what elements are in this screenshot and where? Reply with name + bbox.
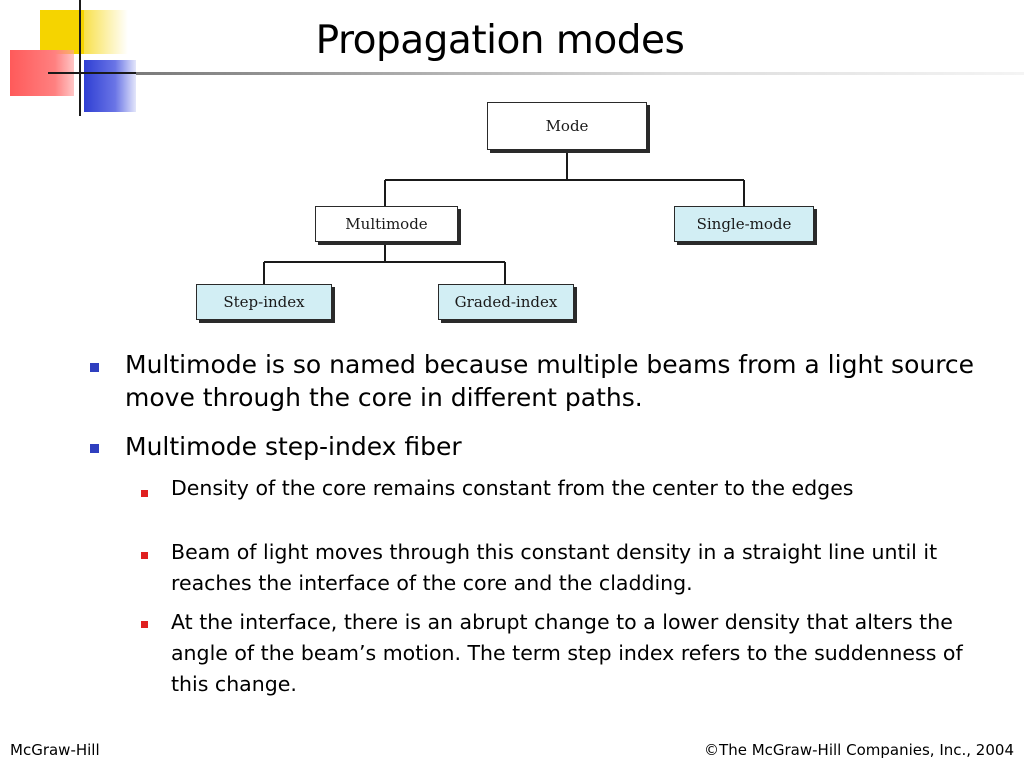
bullet-marker-icon xyxy=(90,363,99,372)
sub-bullet-item: Beam of light moves through this constan… xyxy=(171,540,938,595)
footer-publisher: McGraw-Hill xyxy=(10,741,100,759)
node-single-mode: Single-mode xyxy=(674,206,814,242)
sub-bullet-item: Density of the core remains constant fro… xyxy=(171,476,854,500)
sub-bullet-marker-icon xyxy=(141,621,148,628)
node-multimode: Multimode xyxy=(315,206,458,242)
node-graded-index: Graded-index xyxy=(438,284,574,320)
logo-blue-square xyxy=(84,60,136,112)
sub-bullet-item: At the interface, there is an abrupt cha… xyxy=(171,610,963,696)
bullet-item: Multimode step-index fiber xyxy=(125,432,462,461)
logo-horizontal-line xyxy=(48,72,136,74)
sub-bullet-marker-icon xyxy=(141,490,148,497)
node-mode: Mode xyxy=(487,102,647,150)
logo-yellow-fade xyxy=(84,10,128,54)
bullet-item: Multimode is so named because multiple b… xyxy=(125,350,975,412)
node-step-index: Step-index xyxy=(196,284,332,320)
mode-tree-diagram: Mode Multimode Single-mode Step-index Gr… xyxy=(0,0,1024,330)
tree-connectors xyxy=(263,150,745,284)
logo-yellow-square xyxy=(40,10,84,54)
title-rule xyxy=(136,72,1024,75)
bullet-marker-icon xyxy=(90,444,99,453)
page-title: Propagation modes xyxy=(315,18,685,63)
logo-vertical-line xyxy=(79,0,81,116)
sub-bullet-marker-icon xyxy=(141,552,148,559)
footer-copyright: ©The McGraw-Hill Companies, Inc., 2004 xyxy=(704,741,1014,759)
